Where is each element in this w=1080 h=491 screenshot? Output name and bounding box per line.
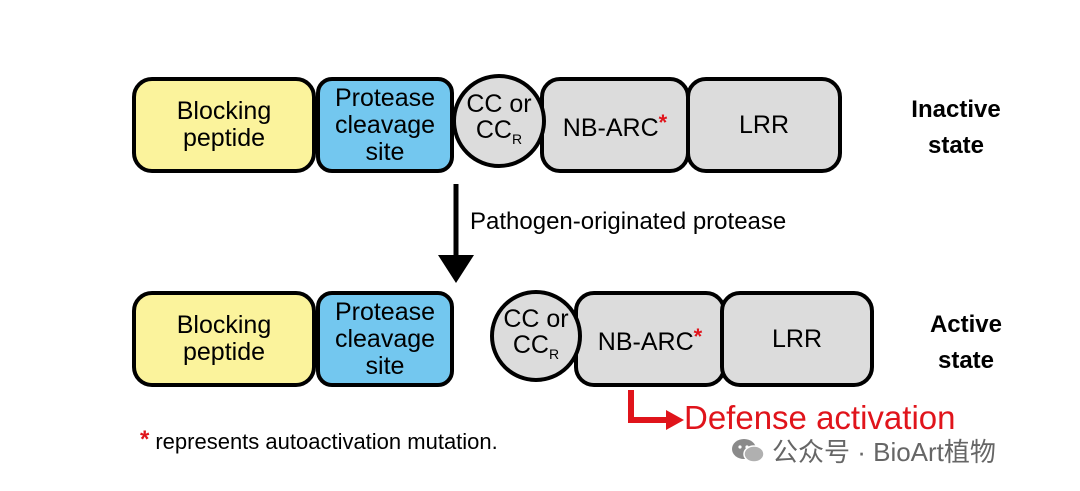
legend-text: represents autoactivation mutation. [155,429,498,454]
active-protease-cleavage-site: Protease cleavage site [316,291,454,387]
state-line1: Active [929,311,1003,338]
cc-label-line1: CC or [466,89,532,118]
blocking-label-line1: Blocking [176,311,272,339]
cc-subscript: R [548,345,560,362]
cc-label-line1: CC or [503,304,569,333]
blocking-label-line1: Blocking [176,97,272,125]
down-arrow-icon [438,184,474,283]
inactive-nbarc-domain: NB-ARC* [540,77,690,173]
state-line2: state [927,132,985,159]
cc-subscript: R [511,130,523,147]
inactive-blocking-peptide: Blocking peptide [132,77,316,173]
watermark-text: 公众号 · BioArt植物 [772,437,996,467]
protease-label-line2: cleavage [334,324,436,353]
protease-label-line1: Protease [334,83,436,112]
transition-label: Pathogen-originated protease [470,208,787,235]
lrr-label: LRR [771,324,822,353]
protease-label-line2: cleavage [334,110,436,139]
lrr-label: LRR [738,110,789,139]
nbarc-label: NB-ARC* [563,109,667,142]
defense-activation-label: Defense activation [684,399,956,436]
cc-label-line2: CCR [513,332,559,367]
legend-note: *represents autoactivation mutation. [140,426,498,455]
cc-label-line2: CCR [476,117,522,152]
blocking-label-line2: peptide [182,124,266,152]
state-line1: Inactive [911,96,1001,123]
defense-arrow-icon [628,390,684,430]
active-nbarc-domain: NB-ARC* [574,291,726,387]
cc-base: CC [512,330,549,359]
inactive-state-label: Inactive state [886,92,1026,164]
inactive-cc-domain: CC or CCR [452,74,546,168]
autoactivation-star: * [693,323,703,349]
active-state-label: Active state [896,307,1036,379]
cc-base: CC [475,115,512,144]
protease-label-line1: Protease [334,297,436,326]
autoactivation-star: * [658,109,668,135]
nbarc-text: NB-ARC [562,113,659,142]
nbarc-text: NB-ARC [597,327,694,356]
active-lrr-domain: LRR [720,291,874,387]
nbarc-label: NB-ARC* [598,323,702,356]
wechat-icon [730,437,766,472]
state-line2: state [937,347,995,374]
active-blocking-peptide: Blocking peptide [132,291,316,387]
watermark: 公众号 · BioArt植物 [730,432,996,472]
blocking-label-line2: peptide [182,338,266,366]
protease-label-line3: site [365,351,405,380]
legend-star: * [140,426,150,453]
active-cc-domain: CC or CCR [490,290,582,382]
protease-label-line3: site [365,137,405,166]
inactive-lrr-domain: LRR [686,77,842,173]
